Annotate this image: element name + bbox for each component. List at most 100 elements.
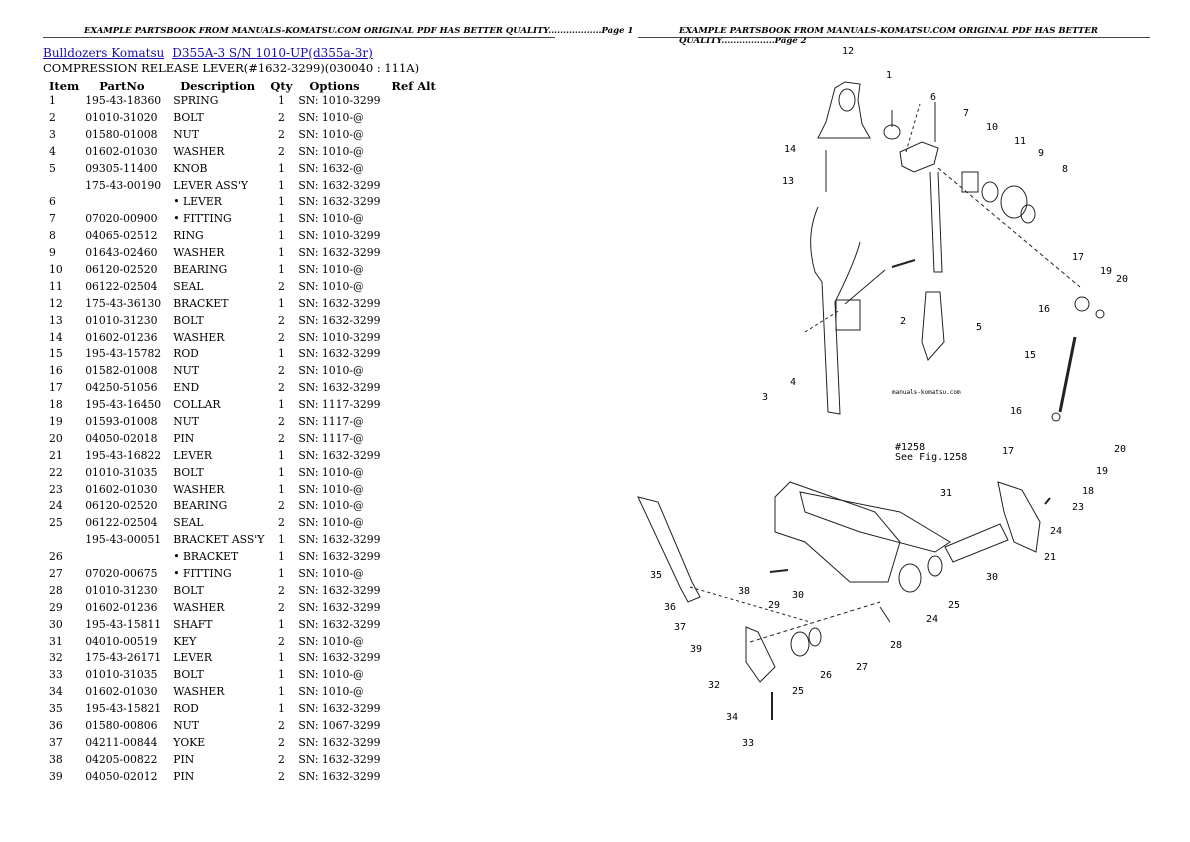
cell-description: SPRING [173, 94, 219, 108]
cell-options: SN: 1117-@ [298, 431, 364, 445]
cell-item: 4 [49, 144, 56, 158]
cell-description: YOKE [173, 735, 206, 749]
page-header-left: EXAMPLE PARTSBOOK FROM MANUALS-KOMATSU.C… [84, 26, 634, 36]
callout-35: 35 [650, 570, 662, 581]
cell-options: SN: 1632-3299 [298, 583, 381, 597]
cell-qty: 2 [277, 499, 285, 513]
cell-ref-alt [388, 701, 438, 718]
cell-ref-alt [388, 346, 438, 363]
callout-2: 2 [900, 316, 906, 327]
cell-partno: 01593-01008 [85, 414, 158, 428]
breadcrumb-link-category[interactable]: Bulldozers Komatsu [43, 46, 165, 60]
lever-32 [745, 626, 776, 683]
cell-description: BRACKET ASS'Y [173, 533, 265, 547]
cell-ref-alt [388, 448, 438, 465]
callout-21: 21 [1044, 552, 1056, 563]
breadcrumb-link-model[interactable]: D355A-3 S/N 1010-UP(d355a-3r) [172, 46, 373, 60]
cell-ref-alt [388, 481, 438, 498]
cell-description: BOLT [173, 668, 204, 682]
cell-ref-alt [388, 769, 438, 786]
callout-19a: 19 [1100, 266, 1112, 277]
cell-description: PIN [173, 431, 195, 445]
cell-description: WASHER [173, 144, 225, 158]
cell-options: SN: 1632-3299 [298, 600, 381, 614]
column-header-partno: PartNo [99, 78, 145, 93]
seal-25b [808, 627, 822, 647]
cell-ref-alt [388, 363, 438, 380]
cell-options: SN: 1010-@ [298, 144, 364, 158]
cell-item: 10 [49, 262, 63, 276]
cell-item: 7 [49, 212, 56, 226]
cell-partno: 01602-01030 [85, 482, 158, 496]
cell-qty: 1 [277, 566, 285, 580]
cell-item: 13 [49, 313, 63, 327]
cell-description: • BRACKET [173, 550, 239, 564]
cell-options: SN: 1010-3299 [298, 94, 381, 108]
cell-qty: 1 [277, 347, 285, 361]
cell-options: SN: 1010-3299 [298, 229, 381, 243]
cell-qty: 1 [277, 550, 285, 564]
cell-ref-alt [388, 161, 438, 178]
cell-partno: 04065-02512 [85, 229, 158, 243]
cell-qty: 1 [277, 262, 285, 276]
cell-partno: 01010-31035 [85, 668, 158, 682]
cell-ref-alt [388, 684, 438, 701]
callout-12: 12 [842, 46, 854, 57]
cell-qty: 2 [277, 431, 285, 445]
cell-ref-alt [388, 127, 438, 144]
cell-options: SN: 1067-3299 [298, 719, 381, 732]
callout-24a: 24 [926, 614, 938, 625]
cell-partno: 01010-31035 [85, 465, 158, 479]
cell-ref-alt [388, 313, 438, 330]
cell-options: SN: 1010-@ [298, 482, 364, 496]
cell-ref-alt [388, 515, 438, 532]
cell-ref-alt [388, 262, 438, 279]
cell-item: 2 [49, 110, 56, 124]
cell-options: SN: 1010-@ [298, 262, 364, 276]
bracket-middle [835, 299, 861, 331]
cell-item: 22 [49, 465, 63, 479]
cell-partno: 195-43-18360 [85, 94, 162, 108]
cell-qty: 1 [277, 685, 285, 699]
cell-options: SN: 1632-3299 [298, 313, 381, 327]
cell-item: 23 [49, 482, 63, 496]
lever-head [899, 141, 939, 173]
cell-ref-alt [388, 498, 438, 515]
cell-qty: 1 [277, 448, 285, 462]
cell-ref-alt [388, 735, 438, 752]
cell-item: 24 [49, 499, 63, 513]
cell-item: 8 [49, 229, 56, 243]
callout-17a: 17 [1072, 252, 1084, 263]
cell-qty: 1 [277, 465, 285, 479]
cell-description: BOLT [173, 465, 204, 479]
callout-23: 24 [1050, 526, 1062, 537]
cell-partno: 01580-01008 [85, 127, 158, 141]
cell-description: BOLT [173, 313, 204, 327]
cell-partno: 01602-01236 [85, 600, 158, 614]
cell-description: LEVER [173, 651, 213, 665]
column-header-options: Options [309, 78, 360, 93]
cell-options: SN: 1632-3299 [298, 617, 381, 631]
cell-description: NUT [173, 127, 199, 141]
cell-qty: 1 [277, 398, 285, 412]
callout-19b: 19 [1096, 466, 1108, 477]
bearing-24b [790, 631, 810, 657]
cell-item: 36 [49, 719, 63, 732]
cell-qty: 1 [277, 482, 285, 496]
cell-item: 37 [49, 735, 63, 749]
cell-item: 25 [49, 516, 63, 530]
cell-options: SN: 1632-3299 [298, 769, 381, 783]
cell-partno: 175-43-00190 [85, 178, 162, 192]
cell-ref-alt [388, 583, 438, 600]
cell-item: 1 [49, 94, 56, 108]
